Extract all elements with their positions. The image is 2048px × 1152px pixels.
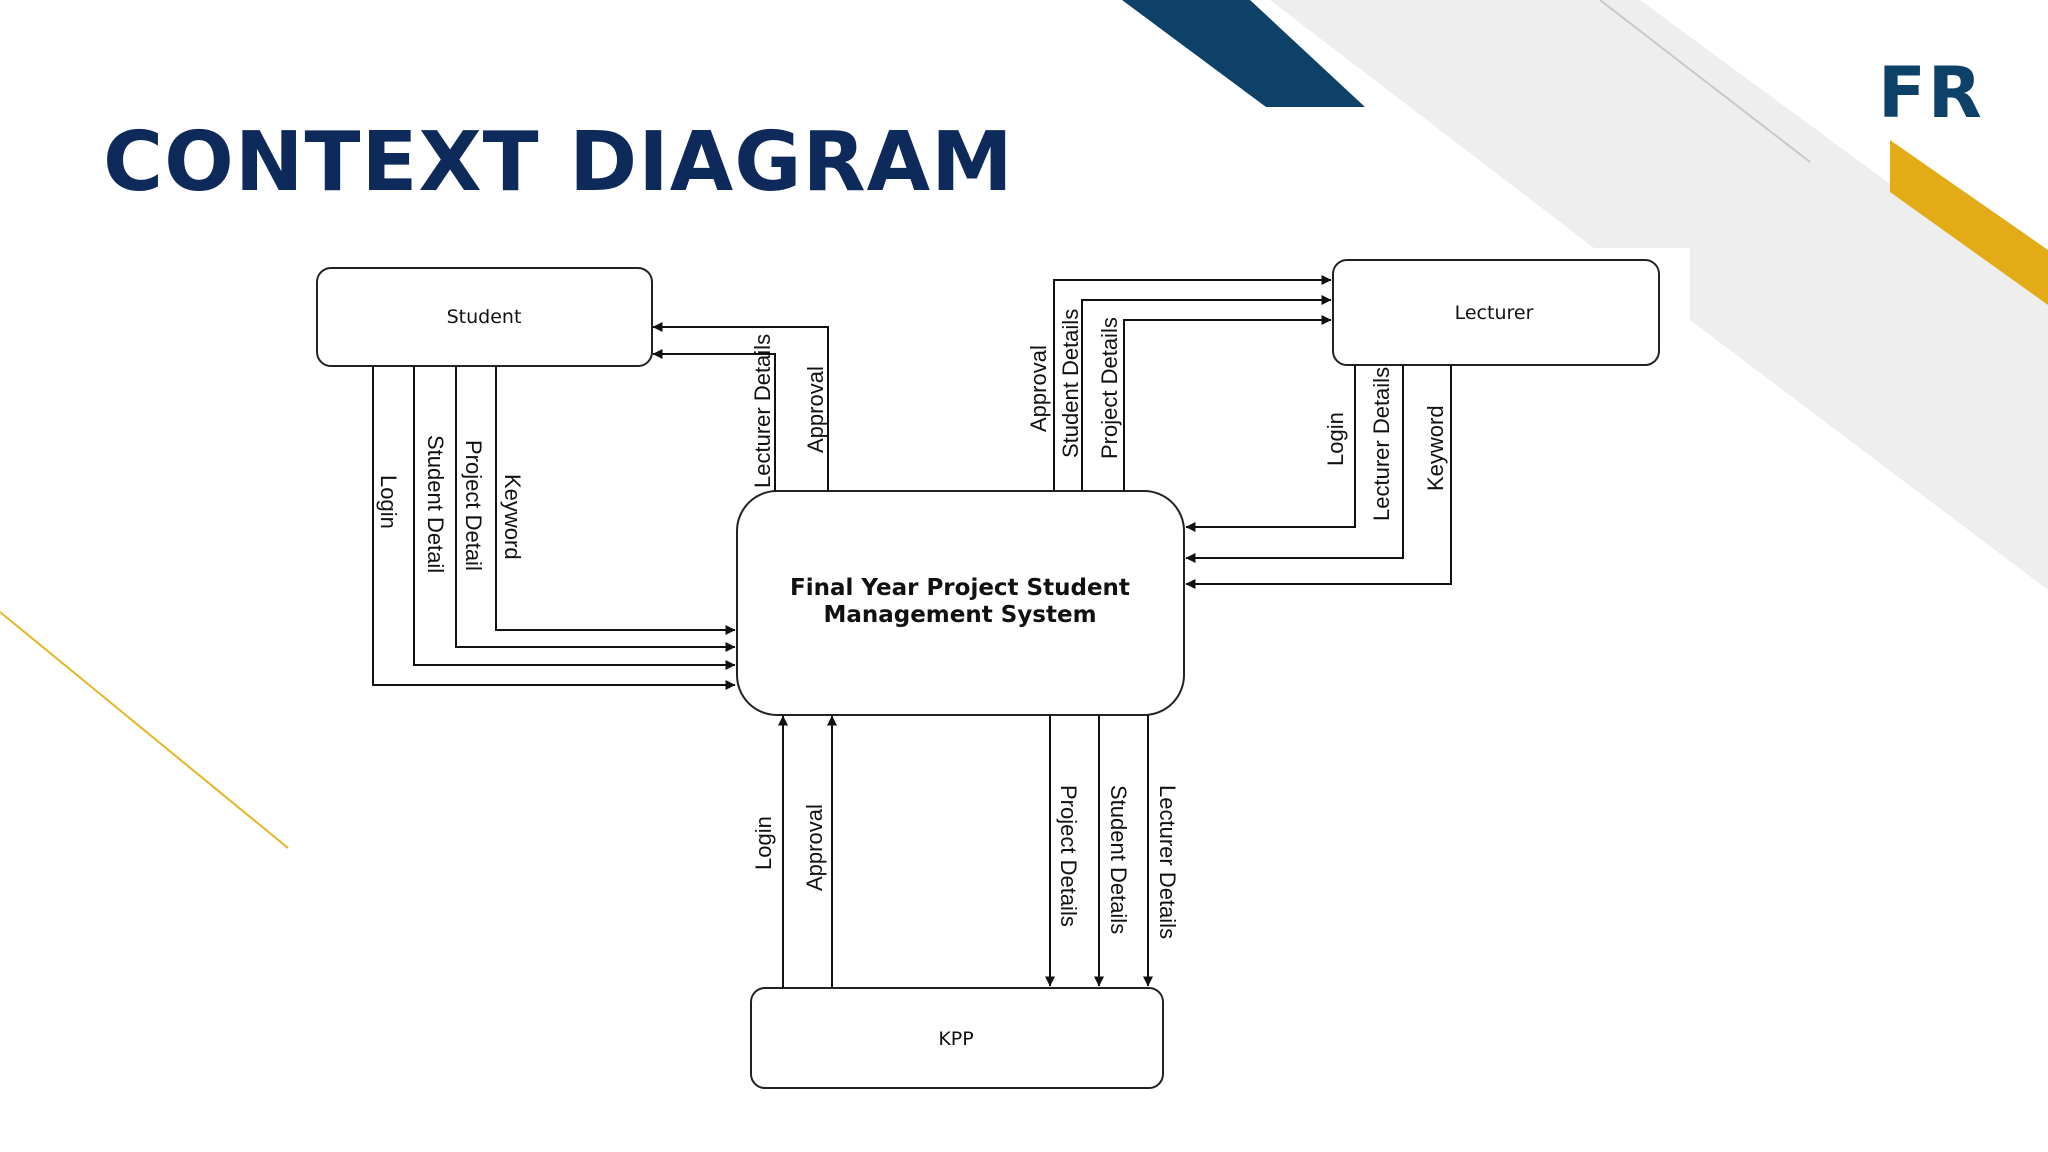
- flow-arrow-student-details-to-lecturer: [1081, 295, 1332, 491]
- flow-label-approval-lecturer: Approval: [1026, 345, 1051, 432]
- flow-label-student-details-kpp: Student Details: [1106, 785, 1131, 934]
- kpp-shape: [750, 987, 1164, 1089]
- flow-arrow-lecturer-login: [1185, 365, 1356, 532]
- flow-label-project-detail: Project Detail: [461, 440, 486, 571]
- flow-arrow-lecturer-details-to-system: [1185, 365, 1404, 563]
- flow-arrow-lecturer-keyword: [1185, 365, 1452, 589]
- flow-label-student-login: Login: [376, 475, 401, 529]
- student-label: Student: [447, 306, 522, 328]
- flow-label-approval-student: Approval: [803, 366, 828, 453]
- flow-label-project-details-lecturer: Project Details: [1097, 317, 1122, 459]
- flow-arrow-approval-to-lecturer: [1053, 275, 1332, 491]
- kpp-label: KPP: [938, 1028, 973, 1050]
- entity-kpp: KPP: [750, 987, 1164, 1089]
- page-title: CONTEXT DIAGRAM: [103, 115, 1014, 210]
- flow-label-lecturer-details-student: Lecturer Details: [750, 334, 775, 488]
- process-shape: [736, 490, 1185, 716]
- flow-arrow-approval-to-student: [652, 322, 829, 491]
- flow-label-lecturer-details-system: Lecturer Details: [1369, 367, 1394, 521]
- thin-grey-line: [1599, 0, 1811, 163]
- flow-label-lecturer-login: Login: [1323, 412, 1348, 466]
- process-label-line2: Management System: [823, 602, 1096, 628]
- entity-lecturer: Lecturer: [1332, 259, 1660, 366]
- gold-diagonal-band: [1890, 140, 2048, 305]
- student-shape: [316, 267, 653, 367]
- flow-label-keyword: Keyword: [500, 474, 525, 560]
- logo: FR: [1878, 52, 1984, 134]
- flow-arrow-project-details-to-lecturer: [1123, 315, 1332, 491]
- lecturer-label: Lecturer: [1455, 302, 1534, 324]
- lecturer-shape: [1332, 259, 1660, 366]
- flow-arrow-student-keyword: [495, 366, 736, 635]
- process-box: Final Year Project Student Management Sy…: [736, 490, 1185, 716]
- flow-arrow-lecturer-details-to-student: [652, 349, 776, 491]
- flow-label-student-detail: Student Detail: [423, 435, 448, 573]
- flow-label-kpp-login: Login: [751, 816, 776, 870]
- flow-arrow-student-project-detail: [455, 366, 736, 652]
- flow-label-kpp-approval: Approval: [802, 804, 827, 891]
- flow-arrow-student-login: [372, 366, 736, 690]
- flow-label-student-details-lecturer: Student Details: [1058, 309, 1083, 458]
- flow-arrow-student-detail: [413, 366, 736, 670]
- flow-label-lecturer-keyword: Keyword: [1423, 405, 1448, 491]
- navy-diagonal-band: [1122, 0, 1365, 107]
- process-label-line1: Final Year Project Student: [790, 575, 1130, 601]
- entity-student: Student: [316, 267, 653, 367]
- flow-label-lecturer-details-kpp: Lecturer Details: [1155, 785, 1180, 939]
- flow-label-project-details-kpp: Project Details: [1056, 785, 1081, 927]
- gold-thin-line: [0, 611, 289, 849]
